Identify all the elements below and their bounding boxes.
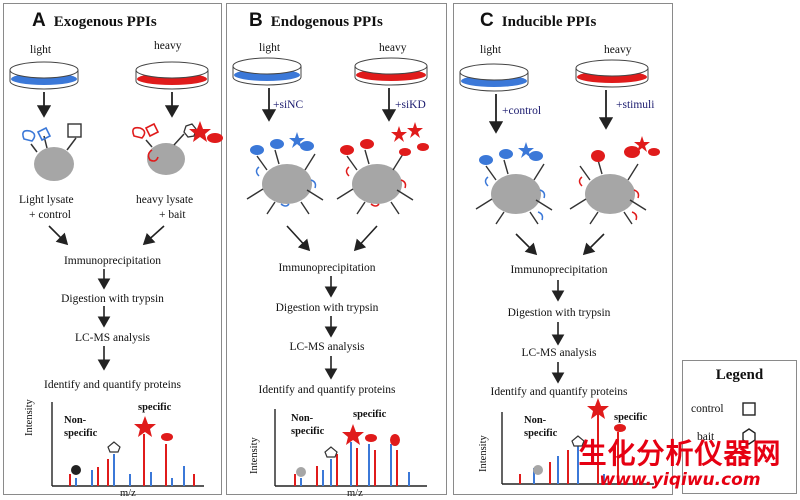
panel-c-diagram [459, 59, 660, 384]
light-dish-icon [459, 63, 529, 92]
heavy-dish-icon [575, 59, 649, 88]
lysate-light-label: Light lysate [19, 194, 74, 206]
panel-b-diagram [232, 57, 429, 380]
treatment-heavy-label: +stimuli [616, 99, 655, 111]
legend-item-control: control [691, 403, 724, 415]
panel-title-b: B Endogenous PPIs [249, 10, 383, 31]
step-digestion: Digestion with trypsin [61, 293, 164, 305]
spectrum-c [501, 398, 654, 485]
heavy-label: heavy [379, 42, 407, 54]
step-immunoprecipitation: Immunoprecipitation [278, 262, 376, 274]
x-axis-label: m/z [120, 488, 136, 499]
panel-title-c: C Inducible PPIs [480, 10, 597, 31]
specific-label: specific [353, 409, 387, 420]
light-dish-icon [9, 61, 79, 90]
legend-title: Legend [715, 367, 764, 383]
heavy-complex-icon [336, 122, 429, 215]
y-axis-label: Intensity [24, 399, 35, 436]
heavy-label: heavy [154, 40, 182, 52]
step-digestion: Digestion with trypsin [507, 307, 611, 319]
heavy-dish-icon [354, 57, 428, 86]
nonspecific-label: Non- specific [64, 415, 98, 439]
panel-inducible: C Inducible PPIs light heavy +control +s… [453, 3, 673, 495]
watermark: 生化分析仪器网 www.yiqiwu.com [565, 437, 795, 491]
heavy-label: heavy [604, 44, 632, 56]
legend-item-bait: bait [697, 431, 715, 443]
y-axis-label: Intensity [249, 437, 260, 474]
specific-label: specific [614, 412, 648, 423]
panel-a-diagram [9, 61, 223, 181]
specific-label: specific [138, 402, 172, 413]
light-complex-icon [246, 132, 324, 215]
panel-endogenous: B Endogenous PPIs light heavy +siNC +siK… [226, 3, 447, 499]
light-label: light [259, 42, 281, 54]
step-identify: Identify and quantify proteins [490, 386, 628, 398]
square-icon [742, 402, 756, 416]
heavy-dish-icon [135, 61, 209, 90]
nonspecific-label: Non- specific [291, 413, 325, 437]
panel-exogenous: A Exogenous PPIs light heavy [3, 3, 223, 499]
lysate-heavy-sub: + bait [159, 209, 186, 221]
step-digestion: Digestion with trypsin [275, 302, 379, 314]
treatment-light-label: +siNC [273, 99, 304, 111]
lysate-heavy-label: heavy lysate [136, 194, 194, 206]
light-dish-icon [232, 57, 302, 86]
legend: Legend control bait [682, 360, 797, 494]
light-label: light [480, 44, 502, 56]
step-identify: Identify and quantify proteins [258, 384, 396, 396]
watermark-url: www.yiqiwu.com [599, 470, 761, 490]
spectrum-b [274, 409, 427, 487]
y-axis-label: Intensity [478, 435, 489, 472]
step-lcms: LC-MS analysis [74, 332, 151, 344]
light-label: light [30, 44, 52, 56]
hexagon-icon [742, 428, 756, 445]
x-axis-label: m/z [347, 488, 363, 499]
nonspecific-label: Non- specific [524, 415, 558, 439]
panel-title-a: A Exogenous PPIs [32, 10, 157, 31]
spectrum-a [51, 402, 204, 487]
step-lcms: LC-MS analysis [521, 347, 597, 359]
step-immunoprecipitation: Immunoprecipitation [510, 264, 608, 276]
heavy-complex-icon [132, 121, 223, 175]
light-complex-icon [22, 123, 82, 181]
step-lcms: LC-MS analysis [289, 341, 365, 353]
lysate-light-sub: + control [29, 209, 71, 221]
treatment-light-label: +control [502, 105, 542, 117]
step-immunoprecipitation: Immunoprecipitation [63, 255, 162, 267]
panel-a-flow [48, 225, 165, 371]
watermark-cn: 生化分析仪器网 [578, 437, 782, 470]
treatment-heavy-label: +siKD [395, 99, 426, 111]
light-complex-icon [475, 142, 553, 225]
heavy-complex-icon [569, 136, 660, 225]
step-identify: Identify and quantify proteins [43, 379, 181, 391]
legend-symbols [742, 402, 756, 445]
